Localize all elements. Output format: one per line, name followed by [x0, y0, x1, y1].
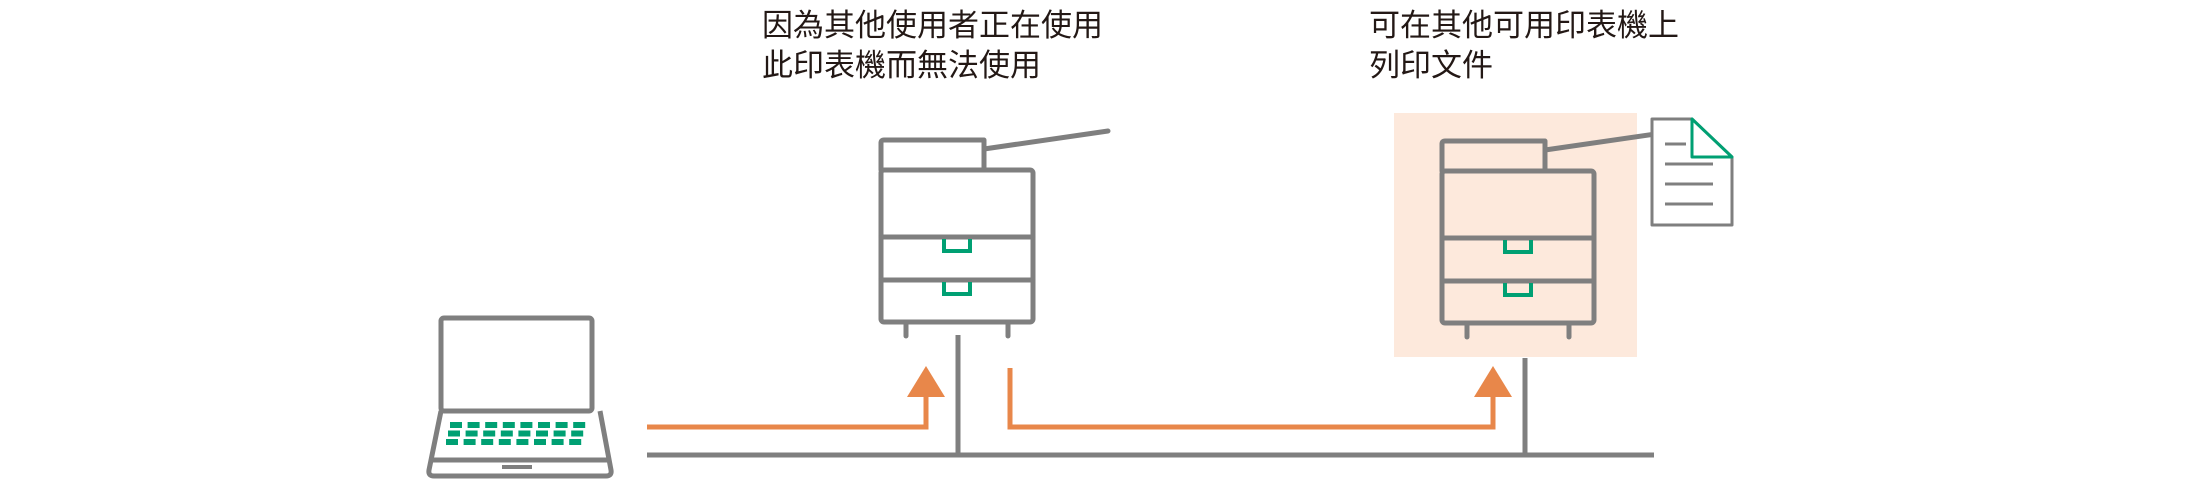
laptop-icon — [426, 315, 614, 479]
document-icon — [1650, 117, 1734, 227]
keyboard-key — [536, 430, 548, 437]
keyboard-key — [573, 422, 586, 428]
keyboard-key — [467, 422, 480, 428]
keyboard-key — [448, 430, 460, 437]
keyboard-key — [555, 422, 568, 428]
keyboard-key — [553, 430, 566, 437]
alternate-printer-caption: 可在其他可用印表機上 列印文件 — [1369, 6, 1679, 86]
caption-line: 列印文件 — [1369, 48, 1493, 84]
keyboard-key — [450, 422, 462, 428]
arrow-up-icon — [1007, 366, 1512, 430]
keyboard-key — [571, 430, 584, 437]
keyboard-key — [485, 422, 498, 428]
keyboard-key — [538, 422, 550, 428]
highlight-background — [1394, 113, 1637, 357]
keyboard-key — [502, 422, 515, 428]
caption-line: 因為其他使用者正在使用 — [762, 8, 1103, 44]
keyboard-key — [481, 439, 494, 445]
keyboard-key — [498, 439, 511, 445]
keyboard-key — [518, 430, 531, 437]
network-lines — [647, 335, 1654, 458]
keyboard-key — [446, 439, 458, 445]
busy-printer-caption: 因為其他使用者正在使用 此印表機而無法使用 — [762, 6, 1103, 86]
printer-icon — [1439, 129, 1672, 340]
keyboard-key — [569, 439, 582, 445]
caption-line: 可在其他可用印表機上 — [1369, 8, 1679, 44]
keyboard-key — [483, 430, 496, 437]
printer-icon — [878, 128, 1111, 339]
keyboard-key — [551, 439, 564, 445]
keyboard-key — [520, 422, 533, 428]
keyboard-key — [516, 439, 529, 445]
keyboard-keys — [446, 422, 586, 445]
keyboard-key — [463, 439, 476, 445]
keyboard-key — [534, 439, 546, 445]
caption-line: 此印表機而無法使用 — [762, 48, 1041, 84]
arrow-up-icon — [647, 366, 945, 430]
keyboard-key — [465, 430, 478, 437]
keyboard-key — [500, 430, 513, 437]
